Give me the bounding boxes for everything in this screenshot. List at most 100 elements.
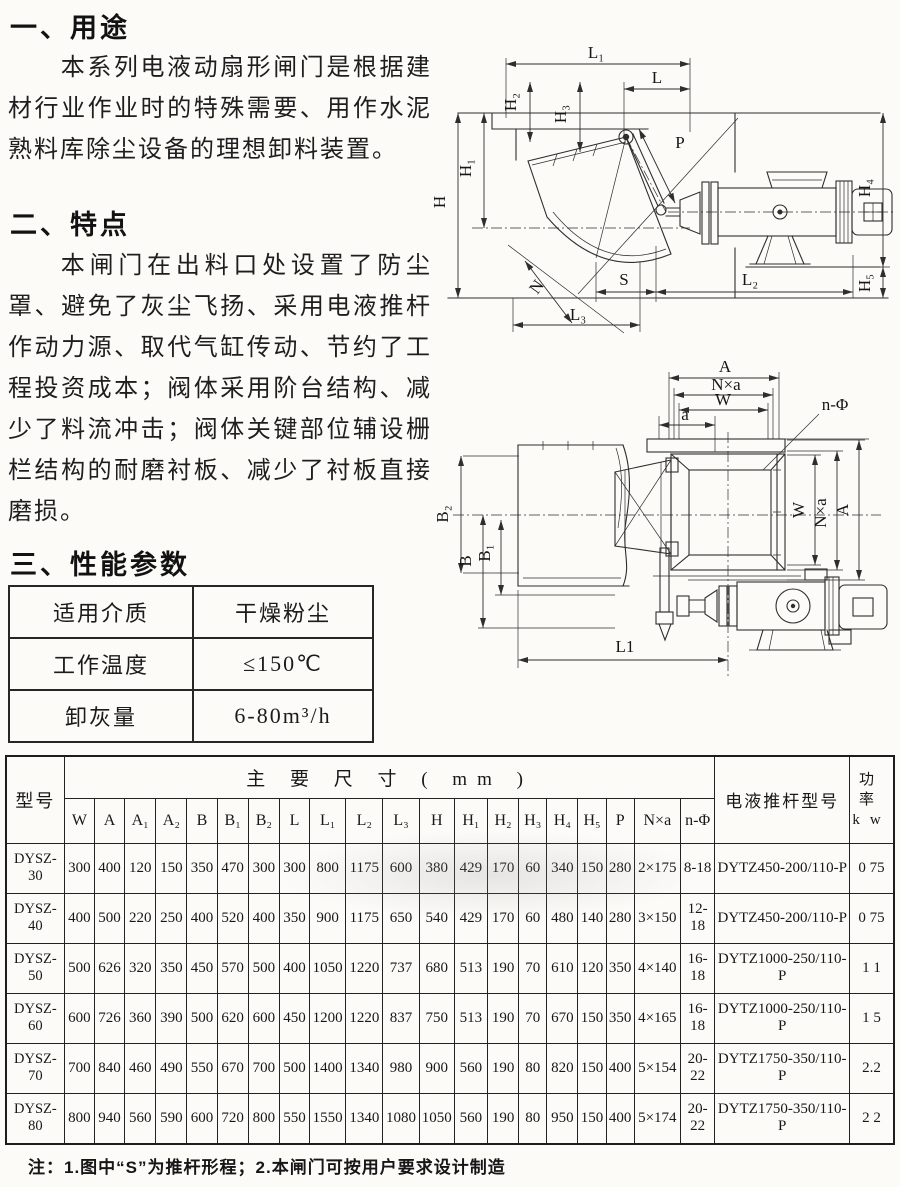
table-cell: 390 <box>155 992 188 1044</box>
table-cell: 590 <box>155 1092 188 1144</box>
table-cell: 190 <box>486 1092 520 1144</box>
table-cell: 560 <box>453 1092 488 1144</box>
column-header: H₄ <box>546 797 579 844</box>
table-cell: 1220 <box>345 942 384 994</box>
dimension-label: n-Φ <box>822 395 849 414</box>
table-cell: 80 <box>518 1042 548 1094</box>
table-cell: 450 <box>186 942 218 994</box>
table-cell: 700 <box>247 1042 280 1094</box>
valve-body <box>453 432 881 678</box>
column-header: H <box>418 797 455 844</box>
table-cell: 626 <box>93 942 126 994</box>
table-cell: 800 <box>63 1092 95 1144</box>
table-cell: 1550 <box>309 1092 347 1144</box>
table-cell: DYTZ450-200/110-P <box>714 842 851 894</box>
table-cell: 800 <box>309 842 347 894</box>
table-cell: 400 <box>605 1042 635 1094</box>
column-header: H₂ <box>486 797 520 844</box>
table-cell: 737 <box>382 942 420 994</box>
table-cell: 1400 <box>309 1042 347 1094</box>
dimension-lines <box>458 372 865 668</box>
table-cell: DYSZ-80 <box>5 1092 65 1144</box>
table-cell: 16-18 <box>679 942 716 994</box>
column-header: L <box>278 797 311 844</box>
table-cell: 1 5 <box>849 992 895 1044</box>
table-cell: 1340 <box>345 1042 384 1094</box>
table-cell: 1175 <box>345 892 384 944</box>
column-header: n-Φ <box>679 797 716 844</box>
table-cell: 250 <box>155 892 188 944</box>
table-cell: 680 <box>418 942 455 994</box>
column-header: B₂ <box>247 797 280 844</box>
dimension-label: L₃ <box>570 305 586 324</box>
table-cell: 350 <box>186 842 218 894</box>
table-cell: 610 <box>546 942 579 994</box>
actuator-column-header: 电液推杆型号 <box>714 755 851 844</box>
table-cell: 70 <box>518 942 548 994</box>
dimension-label: N×a <box>711 375 741 394</box>
dimension-label: L1 <box>616 637 635 656</box>
table-cell: DYTZ450-200/110-P <box>714 892 851 944</box>
table-cell: 500 <box>93 892 126 944</box>
dimension-label: W <box>789 501 808 518</box>
dimension-label: A <box>833 503 852 516</box>
table-cell: 460 <box>124 1042 157 1094</box>
table-cell: 400 <box>63 892 95 944</box>
table-row: 适用介质干燥粉尘 <box>8 585 374 639</box>
table-cell: 500 <box>247 942 280 994</box>
table-cell: 950 <box>546 1092 579 1144</box>
table-cell: 工作温度 <box>8 637 194 691</box>
table-cell: 520 <box>216 892 249 944</box>
table-cell: 20-22 <box>679 1092 716 1144</box>
table-cell: 190 <box>486 942 520 994</box>
table-cell: 980 <box>382 1042 420 1094</box>
table-cell: 500 <box>186 992 218 1044</box>
table-cell: 150 <box>577 842 607 894</box>
column-header: L₃ <box>382 797 420 844</box>
table-cell: 20-22 <box>679 1042 716 1094</box>
table-cell: 480 <box>546 892 579 944</box>
table-cell: DYSZ-70 <box>5 1042 65 1094</box>
table-cell: 4×165 <box>633 992 681 1044</box>
dimension-label: B₂ <box>433 505 452 522</box>
table-cell: 1200 <box>309 992 347 1044</box>
table-cell: 650 <box>382 892 420 944</box>
table-cell: 12-18 <box>679 892 716 944</box>
table-cell: 1080 <box>382 1092 420 1144</box>
table-cell: 150 <box>577 1092 607 1144</box>
features-paragraph: 本闸门在出料口处设置了防尘罩、避免了灰尘飞扬、采用电液推杆作动力源、取代气缸传动… <box>8 253 432 525</box>
table-cell: 2.2 <box>849 1042 895 1094</box>
table-cell: 800 <box>247 1092 280 1144</box>
table-cell: 670 <box>216 1042 249 1094</box>
table-cell: 500 <box>278 1042 311 1094</box>
table-cell: 150 <box>577 992 607 1044</box>
column-header: H₃ <box>518 797 548 844</box>
table-cell: DYTZ1750-350/110-P <box>714 1092 851 1144</box>
table-cell: 5×154 <box>633 1042 681 1094</box>
table-cell: ≤150℃ <box>192 637 374 691</box>
table-cell: 2×175 <box>633 842 681 894</box>
table-cell: 840 <box>93 1042 126 1094</box>
column-header: H₅ <box>577 797 607 844</box>
table-cell: 1220 <box>345 992 384 1044</box>
dimension-label: a <box>681 405 689 424</box>
footnote: 注：1.图中“S”为推杆形程；2.本闸门可按用户要求设计制造 <box>28 1158 506 1177</box>
table-cell: 280 <box>605 892 635 944</box>
dimension-label: H₁ <box>456 159 475 177</box>
table-cell: 320 <box>124 942 157 994</box>
table-cell: 1 1 <box>849 942 895 994</box>
dimension-label: S <box>619 270 628 289</box>
table-cell: 513 <box>453 992 488 1044</box>
table-cell: 150 <box>577 1042 607 1094</box>
table-cell: DYTZ1000-250/110-P <box>714 942 851 994</box>
table-cell: 80 <box>518 1092 548 1144</box>
housing-outline <box>447 112 889 299</box>
dimension-label: H₂ <box>501 93 520 111</box>
